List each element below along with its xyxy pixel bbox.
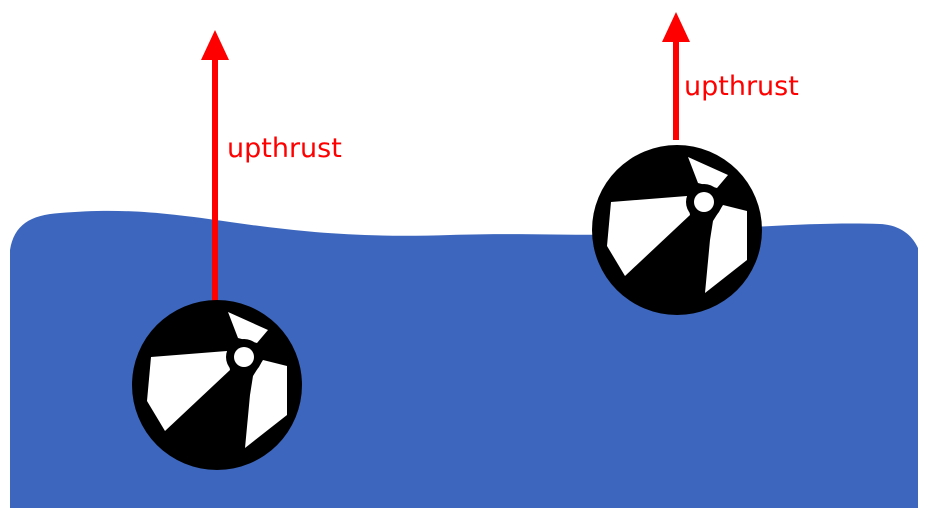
beach-ball-submerged-icon xyxy=(132,300,302,470)
upthrust-label-right: upthrust xyxy=(684,71,799,102)
arrow-head-left xyxy=(201,30,229,60)
beach-ball-floating-icon xyxy=(592,145,762,315)
upthrust-label-left: upthrust xyxy=(227,133,342,164)
arrow-head-right xyxy=(662,12,690,42)
